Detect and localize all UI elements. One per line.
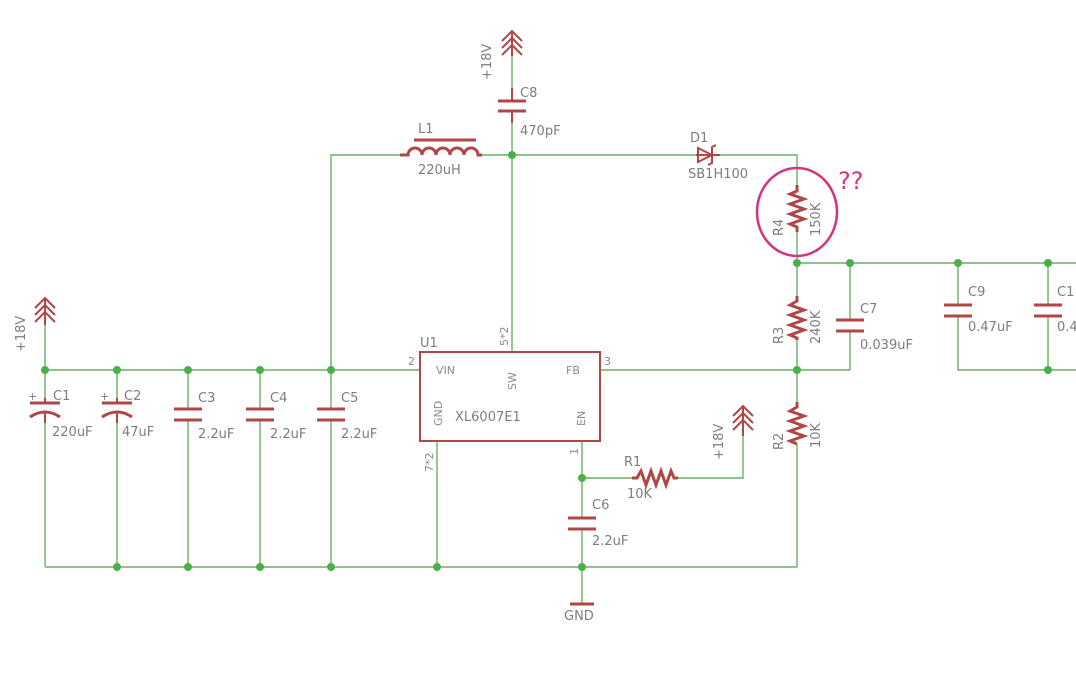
svg-text:R3: R3: [772, 327, 787, 344]
r4-highlight-annotation: ??: [755, 166, 863, 258]
power-18v-top: +18V: [480, 29, 523, 80]
svg-text:C1: C1: [53, 389, 70, 404]
svg-text:2.2uF: 2.2uF: [270, 427, 306, 442]
ic-part: XL6007E1: [455, 410, 521, 425]
ic-pin-en: EN: [575, 411, 588, 426]
resistor-r2: R2 10K: [772, 402, 824, 450]
svg-text:0.4: 0.4: [1057, 320, 1076, 335]
ic-pin-fb: FB: [566, 364, 580, 377]
ground-symbol: GND: [564, 602, 594, 624]
svg-text:+18V: +18V: [712, 424, 727, 460]
svg-text:C1: C1: [1057, 285, 1074, 300]
svg-text:R4: R4: [772, 219, 787, 236]
ic-pin-vin: VIN: [436, 364, 455, 377]
capacitor-c4: C4 2.2uF: [246, 391, 306, 442]
svg-text:SB1H100: SB1H100: [688, 167, 748, 182]
svg-text:C9: C9: [968, 285, 985, 300]
ic-ref: U1: [420, 336, 438, 351]
svg-text:2.2uF: 2.2uF: [592, 534, 628, 549]
capacitor-c1: + C1 220uF: [28, 389, 93, 440]
svg-text:C6: C6: [592, 498, 609, 513]
capacitor-c9: C9 0.47uF: [944, 285, 1013, 335]
svg-text:R2: R2: [772, 433, 787, 450]
power-18v-r1: +18V: [712, 404, 754, 460]
capacitor-c5: C5 2.2uF: [317, 391, 377, 442]
svg-text:5*2: 5*2: [498, 327, 511, 347]
svg-text:C5: C5: [341, 391, 358, 406]
junctions: [41, 151, 1052, 571]
svg-text:10K: 10K: [809, 422, 824, 448]
svg-text:3: 3: [604, 355, 611, 368]
capacitor-c10: C1 0.4: [1034, 285, 1076, 335]
ic-pin-gnd: GND: [432, 401, 445, 426]
capacitor-c2: + C2 47uF: [100, 389, 154, 440]
svg-text:220uF: 220uF: [52, 425, 93, 440]
svg-text:C2: C2: [124, 389, 141, 404]
svg-text:2.2uF: 2.2uF: [198, 427, 234, 442]
svg-text:7*2: 7*2: [423, 453, 436, 473]
svg-text:2.2uF: 2.2uF: [341, 427, 377, 442]
svg-text:0.47uF: 0.47uF: [968, 320, 1013, 335]
capacitor-c3: C3 2.2uF: [174, 391, 234, 442]
inductor-l1: L1 220uH: [400, 122, 482, 178]
svg-text:+18V: +18V: [14, 316, 29, 352]
svg-text:10K: 10K: [627, 487, 653, 502]
svg-text:150K: 150K: [809, 202, 824, 236]
svg-text:C4: C4: [270, 391, 287, 406]
resistor-r3: R3 240K: [772, 296, 824, 344]
ic-u1: U1 VIN SW FB GND EN XL6007E1 2 5*2 3 7*2…: [408, 327, 611, 473]
svg-text:470pF: 470pF: [520, 124, 561, 139]
svg-text:220uH: 220uH: [418, 163, 461, 178]
svg-text:R1: R1: [624, 455, 641, 470]
diode-d1: D1 SB1H100: [688, 131, 748, 182]
svg-text:D1: D1: [690, 131, 708, 146]
svg-text:GND: GND: [564, 609, 594, 624]
svg-text:0.039uF: 0.039uF: [860, 338, 913, 353]
power-18v-left: +18V: [14, 296, 56, 352]
svg-text:2: 2: [408, 355, 415, 368]
svg-text:240K: 240K: [809, 310, 824, 344]
svg-text:+18V: +18V: [480, 44, 495, 80]
resistor-r1: R1 10K: [624, 455, 678, 502]
resistor-r4: R4 150K: [772, 185, 824, 236]
svg-text:C7: C7: [860, 302, 877, 317]
question-marks: ??: [838, 167, 863, 195]
svg-text:+: +: [28, 390, 37, 403]
svg-text:C8: C8: [520, 86, 537, 101]
capacitor-c6: C6 2.2uF: [568, 498, 628, 549]
svg-text:1: 1: [568, 448, 581, 455]
capacitor-c8: C8 470pF: [498, 86, 561, 139]
wires: [44, 52, 1076, 604]
ic-pin-sw: SW: [506, 372, 519, 390]
svg-text:47uF: 47uF: [122, 425, 154, 440]
svg-text:L1: L1: [418, 122, 434, 137]
svg-text:C3: C3: [198, 391, 215, 406]
capacitor-c7: C7 0.039uF: [836, 302, 913, 353]
svg-text:+: +: [100, 390, 109, 403]
